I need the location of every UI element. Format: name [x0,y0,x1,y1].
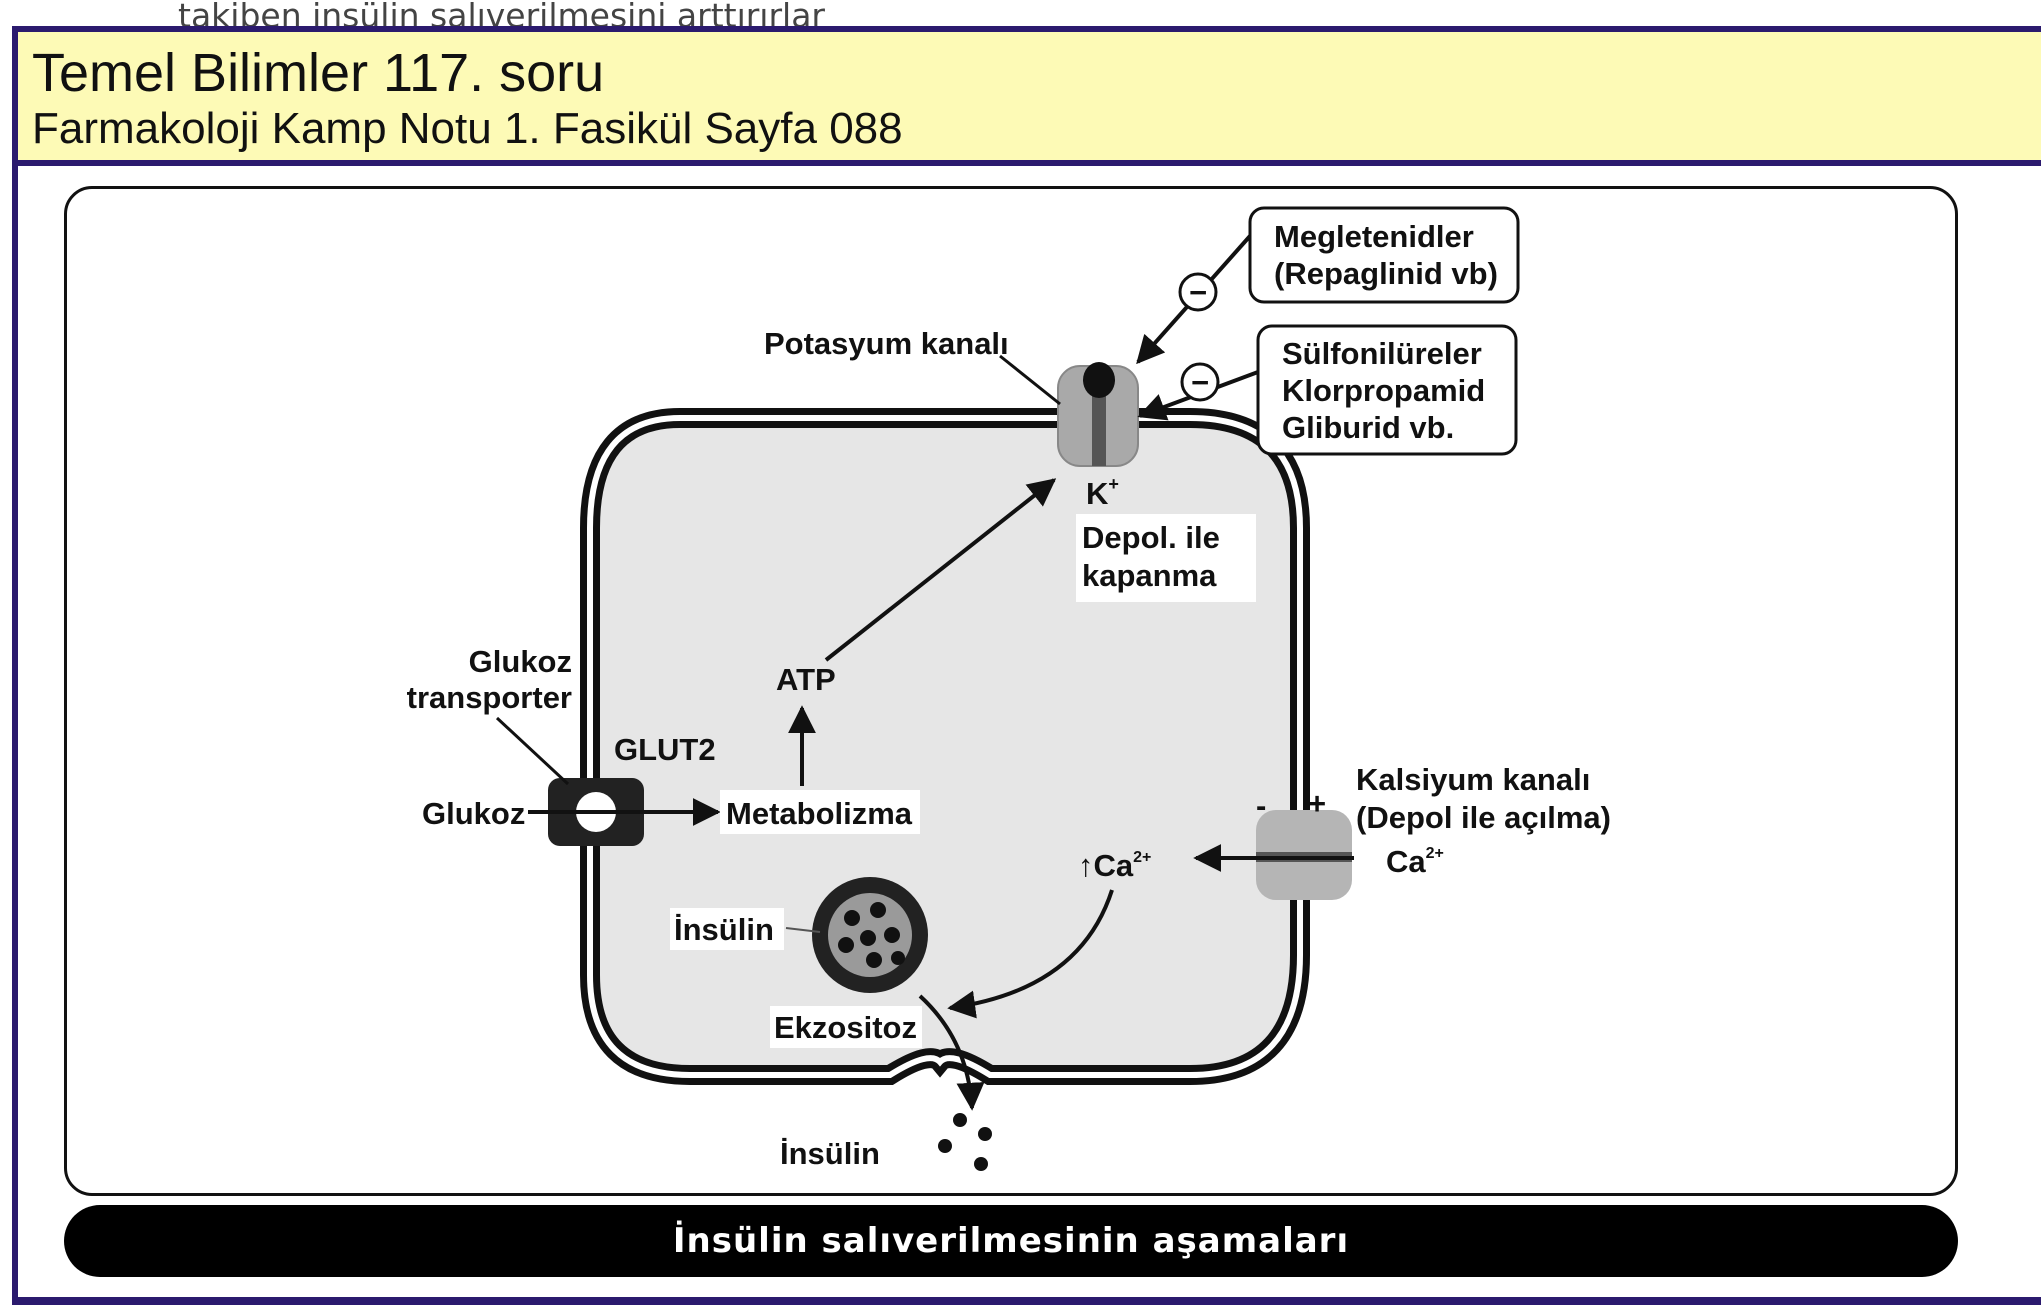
released-insulin-dots [938,1113,992,1171]
depol-close-label-line1: Depol. ile [1082,520,1220,555]
glucose-transporter-label-line2: transporter [407,680,572,715]
potassium-channel-label: Potasyum kanalı [764,326,1009,361]
depol-close-label-bg [1076,514,1256,602]
released-insulin-label: İnsülin [780,1136,880,1171]
sulfonylurea-inhibition-sign: − [1191,365,1209,400]
depol-close-label-line2: kapanma [1082,558,1217,593]
slide-frame [12,26,2041,1305]
metabolism-label: Metabolizma [726,796,913,831]
calcium-outside-label: Ca2+ [1386,844,1444,879]
exocytosis-label-bg [770,1006,922,1048]
meglitinide-inhibition-sign: − [1189,275,1207,310]
sulfonylurea-label-line2: Klorpropamid [1282,373,1485,408]
calcium-channel-label-line1: Kalsiyum kanalı [1356,762,1590,797]
sulfonylurea-inhibition-circle [1180,362,1220,402]
glucose-transporter-label-line1: Glukoz [469,644,572,679]
exocytosis-label: Ekzositoz [774,1010,917,1045]
slide-bottom-border [12,1297,2041,1305]
glucose-label: Glukoz [422,796,525,831]
potassium-channel-pointer [999,354,1061,406]
metabolism-label-bg [720,790,920,834]
meglitinide-label-line1: Megletenidler [1274,219,1474,254]
insulin-granule [812,877,928,993]
calcium-channel [1256,810,1352,900]
atp-to-potassium-channel-arrow [824,478,1057,662]
glucose-transporter-pointer [495,716,570,786]
sulfonylurea-label-line1: Sülfonilüreler [1282,336,1482,371]
insulin-granule-label: İnsülin [674,912,774,947]
header-subtitle: Farmakoloji Kamp Notu 1. Fasikül Sayfa 0… [32,104,903,153]
membrane-minus-sign: - [1256,788,1266,823]
meglitinide-box [1248,206,1520,304]
calcium-inside-label: ↑Ca2+ [1078,848,1151,883]
slide-header: Temel Bilimler 117. soru Farmakoloji Kam… [18,32,2041,166]
calcium-to-exocytosis-arrow [947,889,1114,1019]
sulfonylurea-box [1256,324,1518,456]
calcium-channel-label-line2: (Depol ile açılma) [1356,800,1611,835]
header-title: Temel Bilimler 117. soru [32,43,605,103]
insulin-granule-label-bg [670,908,784,950]
meglitinide-inhibition-circle [1178,272,1218,312]
glut2-label: GLUT2 [614,732,716,767]
potassium-channel [1057,362,1139,467]
figure-caption: İnsülin salıverilmesinin aşamaları [64,1205,1958,1277]
meglitinide-label-line2: (Repaglinid vb) [1274,256,1498,291]
potassium-ion-label: K+ [1086,474,1119,511]
membrane-plus-sign: + [1308,786,1326,821]
cell-membrane-inner [587,415,1303,1078]
atp-label: ATP [776,662,836,697]
exocytosis-release-arrow [918,994,985,1111]
insulin-granule-pointer [785,927,821,933]
sulfonylurea-label-line3: Gliburid vb. [1282,410,1454,445]
